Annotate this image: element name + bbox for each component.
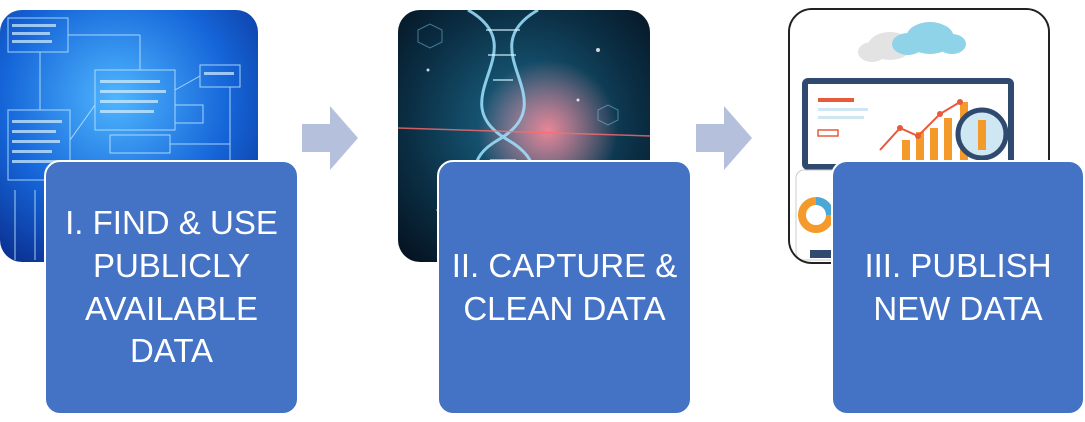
right-arrow-icon: [696, 106, 752, 170]
right-arrow-icon: [302, 106, 358, 170]
step-2-box: II. CAPTURE & CLEAN DATA: [437, 160, 692, 415]
step-2-label: II. CAPTURE & CLEAN DATA: [451, 246, 678, 327]
step-3-box: III. PUBLISH NEW DATA: [831, 160, 1085, 415]
step-1-label: I. FIND & USE PUBLICLY AVAILABLE DATA: [65, 204, 278, 370]
step-3-label: III. PUBLISH NEW DATA: [864, 246, 1052, 327]
step-1-box: I. FIND & USE PUBLICLY AVAILABLE DATA: [44, 160, 299, 415]
